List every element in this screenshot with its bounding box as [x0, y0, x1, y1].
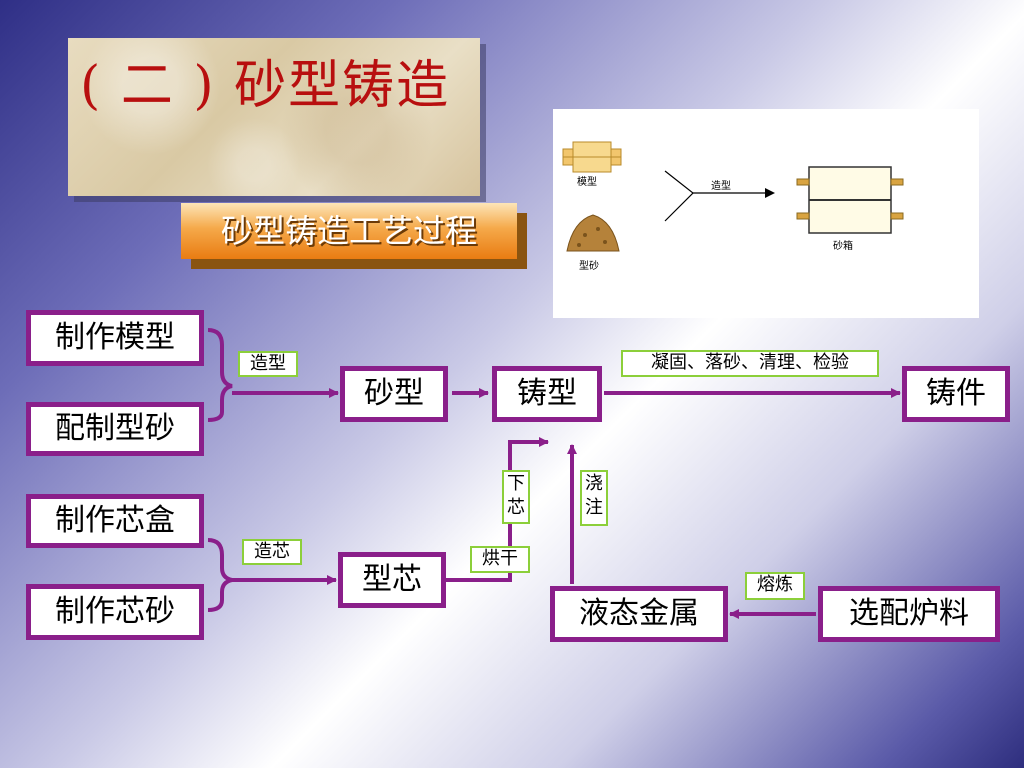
label-melt: 熔炼 [745, 572, 805, 600]
slide-title: ( 二 ) 砂型铸造 [80, 56, 451, 116]
node-molten-metal: 液态金属 [550, 586, 728, 642]
brace-bottom [207, 538, 233, 612]
flask-label: 砂箱 [833, 239, 853, 252]
label-dry: 烘干 [470, 546, 530, 573]
title-panel: ( 二 ) 砂型铸造 [68, 38, 480, 196]
subtitle-banner: 砂型铸造工艺过程 [181, 203, 517, 259]
illustration-svg: 模型 型砂 造型 砂箱 [562, 141, 904, 272]
node-make-pattern: 制作模型 [26, 310, 204, 366]
node-make-core-sand: 制作芯砂 [26, 584, 204, 640]
node-prepare-sand: 配制型砂 [26, 402, 204, 456]
sand-pile-icon [566, 214, 620, 252]
pattern-label: 模型 [577, 175, 597, 188]
node-charge: 选配炉料 [818, 586, 1000, 642]
label-molding: 造型 [238, 351, 298, 377]
node-casting: 铸件 [902, 366, 1010, 422]
node-make-core-box: 制作芯盒 [26, 494, 204, 548]
label-finishing: 凝固、落砂、清理、检验 [621, 350, 879, 377]
process-illustration: 模型 型砂 造型 砂箱 [553, 109, 979, 318]
node-sand-mold: 砂型 [340, 366, 448, 422]
flask-icon [796, 166, 904, 234]
label-core-making: 造芯 [242, 539, 302, 565]
node-core: 型芯 [338, 552, 446, 608]
pattern-icon [562, 141, 622, 173]
node-casting-mold: 铸型 [492, 366, 602, 422]
molding-label: 造型 [711, 179, 731, 192]
label-set-core: 下芯 [502, 470, 530, 524]
sand-label: 型砂 [579, 259, 599, 272]
brace-top [207, 328, 233, 422]
label-pour: 浇注 [580, 470, 608, 526]
molding-arrow [664, 170, 775, 222]
